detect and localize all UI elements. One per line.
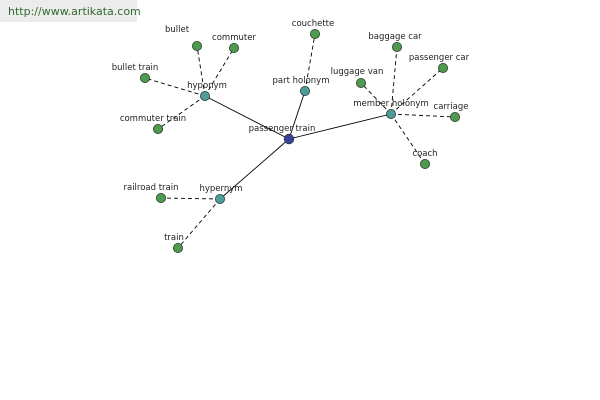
- label-couchette: couchette: [292, 19, 334, 29]
- label-train: train: [164, 233, 184, 243]
- node-luggage-van[interactable]: [355, 78, 366, 89]
- edge-member-holonym-to-passenger-car: [390, 67, 444, 115]
- label-railroad-train: railroad train: [123, 183, 178, 193]
- label-hyponym: hyponym: [187, 81, 227, 91]
- label-member-holonym: member holonym: [353, 99, 428, 109]
- label-passenger-car: passenger car: [409, 53, 470, 63]
- node-carriage[interactable]: [449, 112, 460, 123]
- label-carriage: carriage: [434, 102, 469, 112]
- node-railroad-train[interactable]: [155, 192, 166, 203]
- node-hypernym[interactable]: [214, 193, 225, 204]
- edge-center-to-member-holonym: [288, 113, 392, 140]
- nodes-layer: [139, 28, 460, 253]
- edge-hyponym-to-bullet: [196, 45, 206, 97]
- label-bullet-train: bullet train: [112, 63, 159, 73]
- labels-layer: passenger train hyponym part holonym member…: [112, 19, 470, 243]
- edge-hyponym-to-commuter-train: [157, 95, 206, 130]
- edge-part-holonym-to-couchette: [304, 33, 316, 92]
- label-coach: coach: [412, 149, 437, 159]
- label-baggage-car: baggage car: [368, 32, 422, 42]
- node-couchette[interactable]: [309, 28, 320, 39]
- node-bullet-train[interactable]: [139, 73, 150, 84]
- edge-member-holonym-to-carriage: [390, 113, 456, 118]
- edge-member-holonym-to-luggage-van: [360, 82, 392, 115]
- label-hypernym: hypernym: [199, 184, 242, 194]
- label-commuter: commuter: [212, 33, 256, 43]
- label-part-holonym: part holonym: [273, 76, 330, 86]
- node-member-holonym[interactable]: [385, 109, 396, 120]
- edge-hypernym-to-train: [177, 198, 221, 249]
- node-baggage-car[interactable]: [391, 42, 402, 53]
- edge-member-holonym-to-baggage-car: [390, 46, 398, 115]
- label-commuter-train: commuter train: [120, 114, 186, 124]
- node-commuter-train[interactable]: [152, 124, 163, 135]
- source-url-link[interactable]: http://www.artikata.com: [8, 5, 141, 18]
- edge-center-to-part-holonym: [288, 90, 306, 140]
- edge-center-to-hypernym: [219, 138, 290, 200]
- edge-hyponym-to-bullet-train: [144, 77, 206, 97]
- node-coach[interactable]: [419, 158, 430, 169]
- node-passenger-train[interactable]: [283, 133, 295, 145]
- edge-member-holonym-to-coach: [390, 113, 426, 165]
- edges-layer: [144, 33, 456, 249]
- label-bullet: bullet: [165, 25, 190, 35]
- node-part-holonym[interactable]: [299, 86, 310, 97]
- label-luggage-van: luggage van: [331, 67, 384, 77]
- source-banner: http://www.artikata.com: [0, 0, 141, 22]
- node-passenger-car[interactable]: [437, 63, 448, 74]
- edge-hyponym-to-commuter: [204, 47, 235, 97]
- node-train[interactable]: [172, 242, 183, 253]
- edge-center-to-hyponym: [204, 95, 290, 140]
- label-passenger-train: passenger train: [249, 124, 316, 134]
- node-bullet[interactable]: [191, 41, 202, 52]
- node-commuter[interactable]: [228, 43, 239, 54]
- node-hyponym[interactable]: [199, 91, 210, 102]
- edge-hypernym-to-railroad-train: [160, 197, 221, 200]
